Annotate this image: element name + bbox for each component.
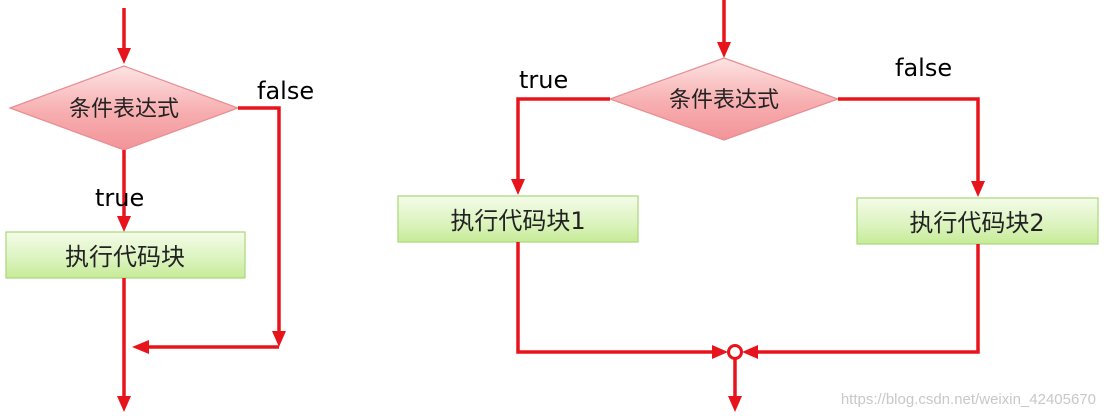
right-false-edge xyxy=(838,97,980,181)
arrow-head xyxy=(117,216,131,232)
left-process-label: 执行代码块 xyxy=(65,243,185,271)
right-merge-edge-right xyxy=(758,244,980,354)
right-true-edge xyxy=(516,97,610,179)
arrow-head xyxy=(728,396,742,412)
right-process-block-1 xyxy=(397,195,639,243)
right-process-label-1: 执行代码块1 xyxy=(450,207,585,235)
left-condition-label: 条件表达式 xyxy=(69,97,179,122)
right-merge-edge-left xyxy=(516,242,714,354)
left-true-label: true xyxy=(95,184,144,212)
arrow-head xyxy=(742,345,758,359)
left-false-label: false xyxy=(257,77,314,105)
right-false-label: false xyxy=(895,54,952,82)
merge-junction xyxy=(727,344,743,360)
right-condition-label: 条件表达式 xyxy=(669,88,779,113)
arrow-head xyxy=(272,331,286,347)
watermark-text: https://blog.csdn.net/weixin_42405670 xyxy=(841,391,1096,408)
arrow-head xyxy=(511,179,525,195)
right-process-label-2: 执行代码块2 xyxy=(909,209,1044,237)
right-if-else-flow: 条件表达式 true false 执行代码块1 执行代码块2 xyxy=(397,0,1099,412)
left-if-flow: 条件表达式 true 执行代码块 false xyxy=(5,8,314,412)
arrow-head xyxy=(117,396,131,412)
arrow-head xyxy=(717,42,731,58)
left-process-block xyxy=(5,231,246,279)
arrow-head xyxy=(117,48,131,64)
right-true-label: true xyxy=(519,66,568,94)
right-process-block-2 xyxy=(856,197,1099,245)
left-false-edge xyxy=(238,106,281,331)
right-condition-diamond xyxy=(608,57,840,141)
arrow-head xyxy=(971,181,985,197)
arrow-head xyxy=(132,340,149,354)
arrow-head xyxy=(712,345,728,359)
